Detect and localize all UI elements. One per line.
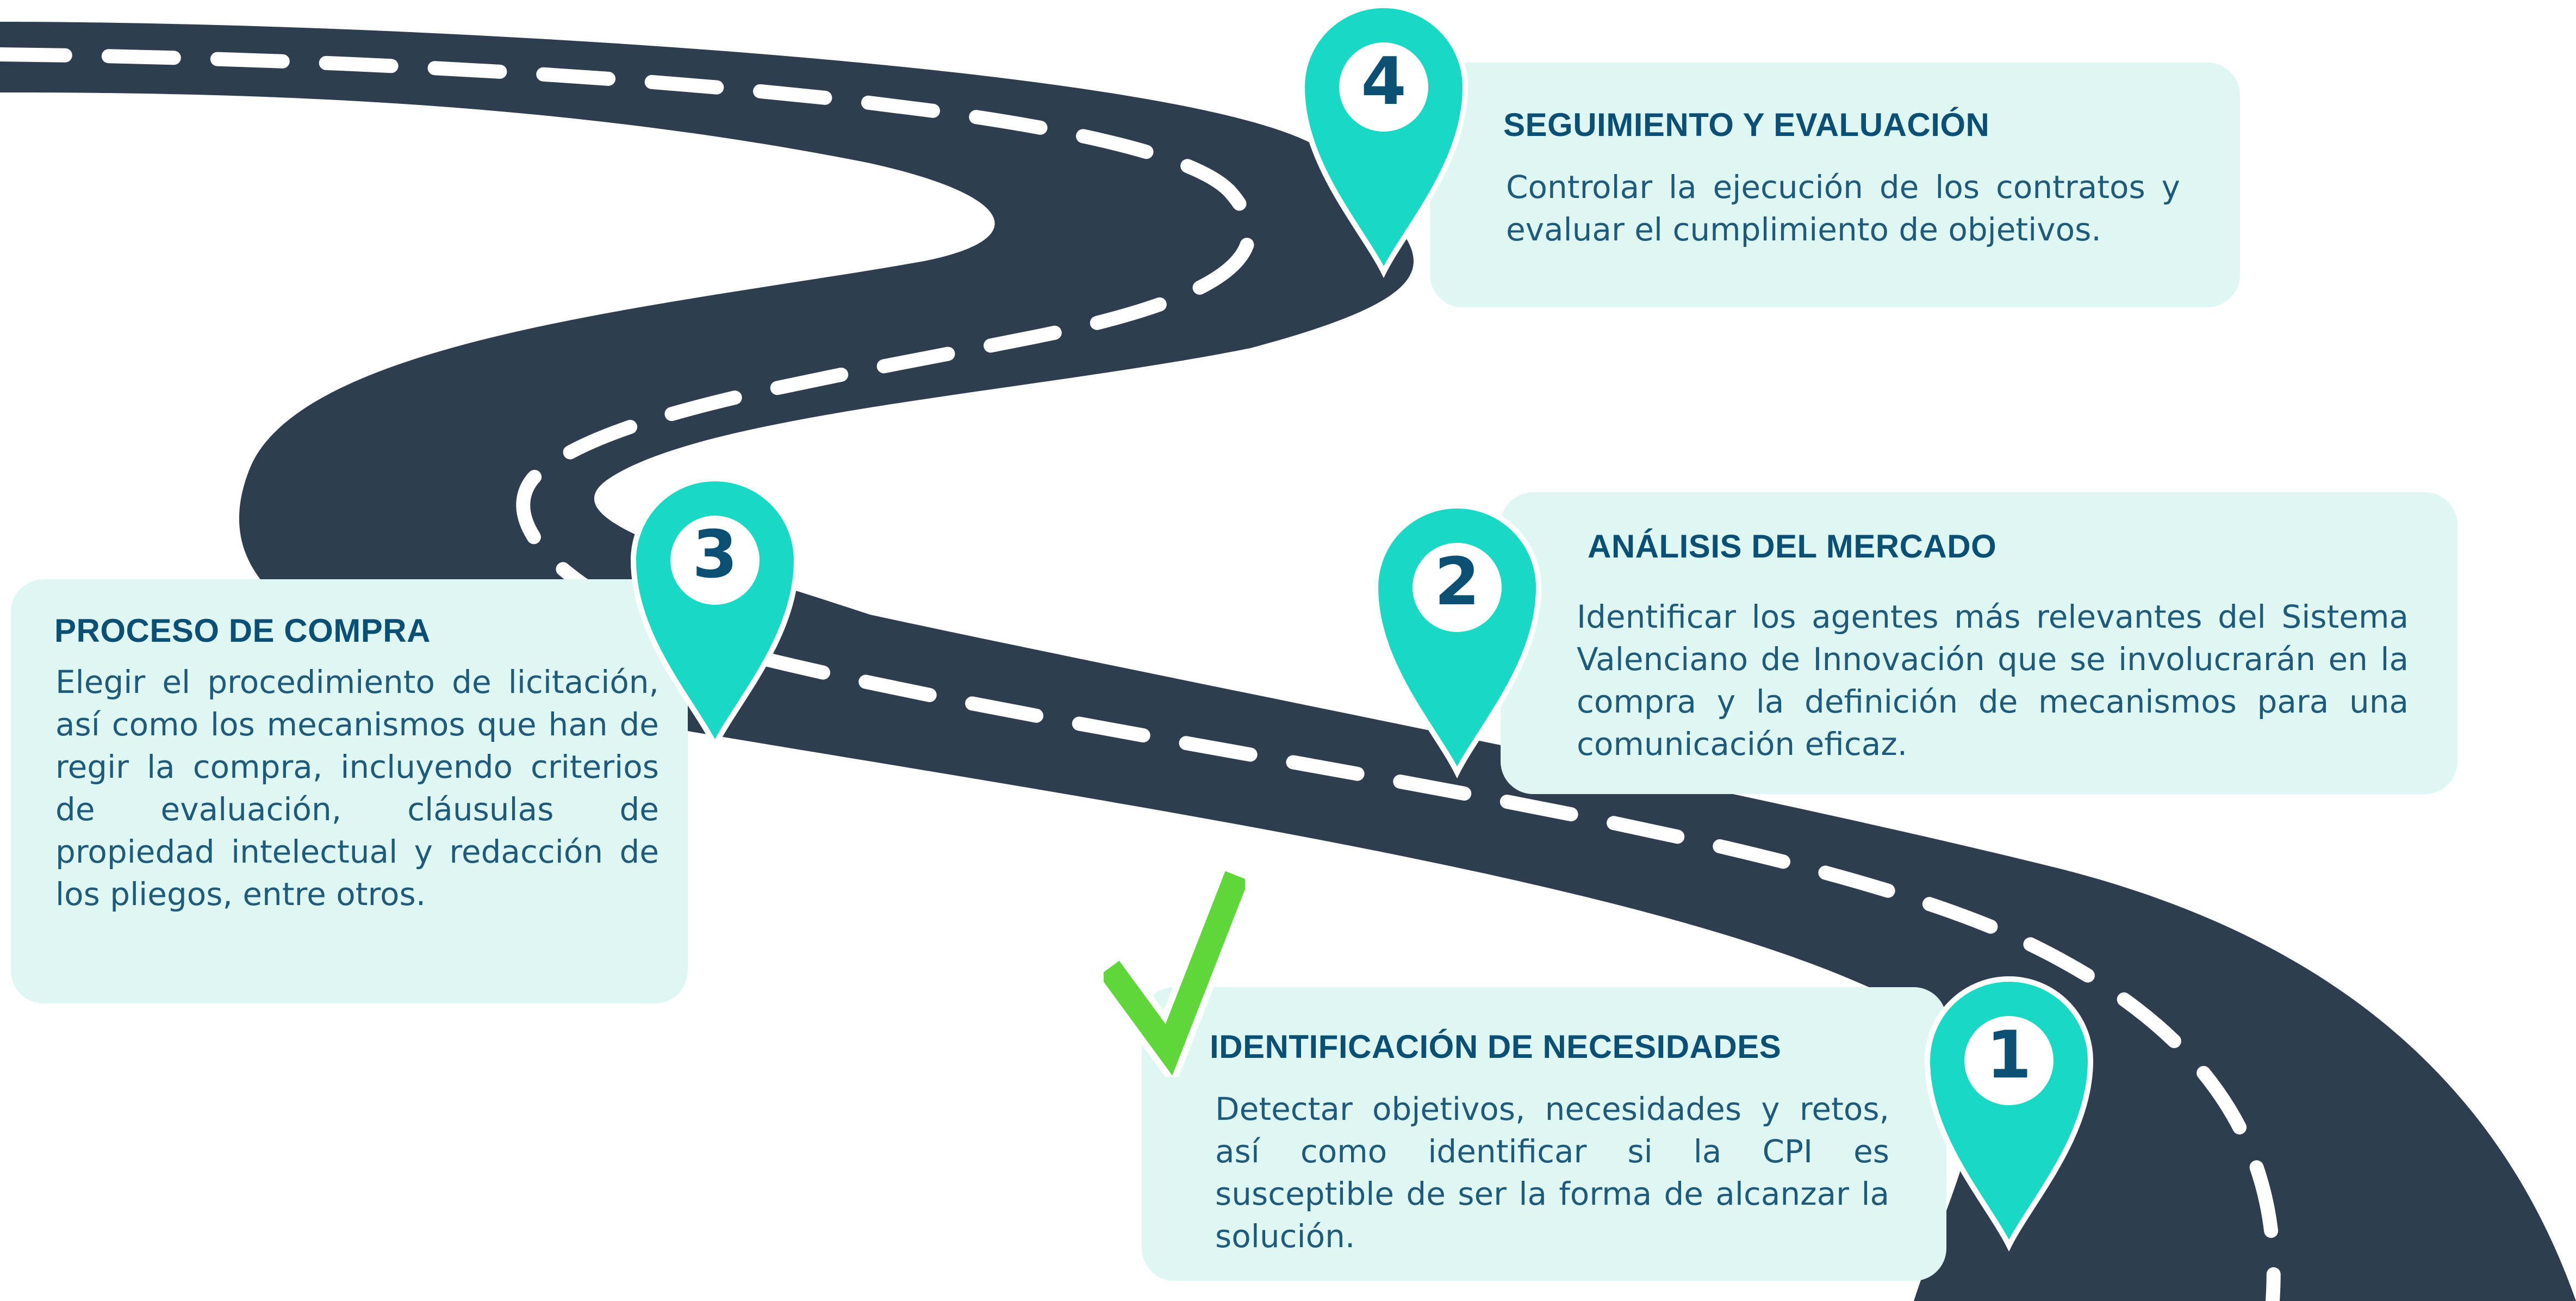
step-2-card: ANÁLISIS DEL MERCADO Identificar los age… (1501, 492, 2457, 794)
step-1-title: IDENTIFICACIÓN DE NECESIDADES (1210, 1029, 1782, 1065)
step-2-text: Identificar los agentes más relevantes d… (1577, 598, 2409, 763)
step-4-card: SEGUIMIENTO Y EVALUACIÓN Controlar la ej… (1430, 63, 2240, 307)
step-1-card: IDENTIFICACIÓN DE NECESIDADES Detectar o… (1142, 987, 1946, 1281)
step-1-pin: 1 (1922, 974, 2096, 1256)
step-1-number: 1 (1986, 1017, 2032, 1093)
map-pin-icon (1924, 976, 2094, 1252)
step-3-pin: 3 (628, 473, 802, 756)
step-3-card: PROCESO DE COMPRA Elegir el procedimient… (11, 579, 688, 1003)
map-pin-icon (1299, 3, 1469, 278)
step-2-number: 2 (1434, 544, 1480, 620)
step-3-number: 3 (692, 517, 738, 593)
map-pin-icon (1372, 503, 1542, 779)
step-4-title: SEGUIMIENTO Y EVALUACIÓN (1503, 107, 1990, 143)
step-4-text: Controlar la ejecución de los contratos … (1506, 169, 2180, 248)
road-center-dashes (0, 47, 2281, 1301)
road-body (0, 22, 2576, 1301)
step-4-pin: 4 (1297, 0, 1471, 283)
step-3-title: PROCESO DE COMPRA (54, 612, 431, 649)
step-2-pin: 2 (1370, 500, 1544, 783)
step-1-text: Detectar objetivos, necesidades y retos,… (1215, 1091, 1889, 1255)
step-2-title: ANÁLISIS DEL MERCADO (1588, 528, 1997, 565)
map-pin-icon (630, 476, 800, 752)
step-3-text: Elegir el procedimiento de licitación, a… (55, 664, 659, 913)
check-icon (1104, 870, 1245, 1077)
step-4-number: 4 (1361, 44, 1407, 120)
